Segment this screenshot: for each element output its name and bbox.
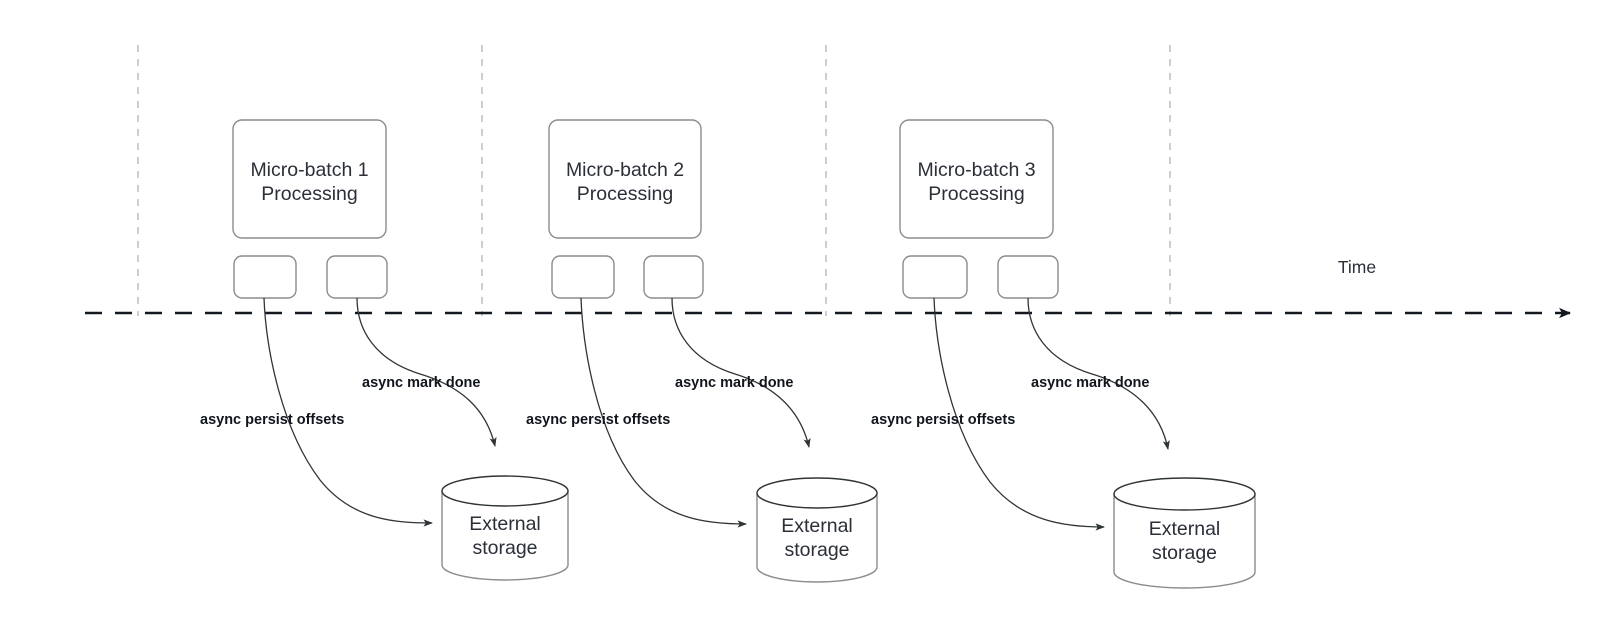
async-persist-offsets-edge-label: async persist offsets bbox=[871, 412, 1015, 428]
micro-batch-label-line1: Micro-batch 3 bbox=[917, 159, 1035, 181]
timeline-group: Time bbox=[85, 257, 1571, 319]
storage-label-line1: External bbox=[1149, 518, 1221, 540]
storage-cylinder-body[interactable] bbox=[756, 492, 878, 583]
task-box-left[interactable] bbox=[551, 255, 615, 299]
async-persist-offsets-edge-label: async persist offsets bbox=[200, 412, 344, 428]
async-mark-done-edge-label: async mark done bbox=[362, 375, 480, 391]
micro-batch-label-line1: Micro-batch 2 bbox=[566, 159, 684, 181]
storage-cylinder-top bbox=[441, 475, 569, 507]
storage-label-line1: External bbox=[781, 515, 853, 537]
storage-cylinder-top bbox=[1113, 477, 1256, 511]
async-mark-done-edge bbox=[356, 297, 497, 447]
micro-batch-label-line2: Processing bbox=[577, 183, 673, 205]
micro-batch-label-line2: Processing bbox=[928, 183, 1024, 205]
task-box-right[interactable] bbox=[997, 255, 1059, 299]
async-mark-done-edge-label: async mark done bbox=[675, 375, 793, 391]
storage-label-line2: storage bbox=[1152, 542, 1217, 564]
task-box-left[interactable] bbox=[233, 255, 297, 299]
async-mark-done-edge bbox=[1027, 297, 1170, 450]
async-mark-done-edge-label: async mark done bbox=[1031, 375, 1149, 391]
storage-label-line2: storage bbox=[472, 537, 537, 559]
storage-label-line2: storage bbox=[784, 539, 849, 561]
storage-label-line1: External bbox=[469, 513, 541, 535]
time-axis-label: Time bbox=[1338, 257, 1376, 277]
micro-batch-label-line2: Processing bbox=[261, 183, 357, 205]
separator-lines-group bbox=[137, 45, 1171, 316]
micro-batch-box[interactable] bbox=[548, 119, 702, 239]
async-mark-done-edge bbox=[671, 297, 811, 448]
micro-batch-box[interactable] bbox=[232, 119, 387, 239]
storage-cylinder-top bbox=[756, 477, 878, 509]
storage-cylinder-body[interactable] bbox=[441, 490, 569, 581]
async-persist-offsets-edge bbox=[933, 297, 1105, 531]
task-box-right[interactable] bbox=[326, 255, 388, 299]
micro-batch-label-line1: Micro-batch 1 bbox=[250, 159, 368, 181]
storage-cylinder-body[interactable] bbox=[1113, 493, 1256, 589]
task-box-right[interactable] bbox=[643, 255, 704, 299]
async-persist-offsets-edge bbox=[580, 297, 747, 528]
async-persist-offsets-edge bbox=[263, 297, 433, 527]
async-persist-offsets-edge-label: async persist offsets bbox=[526, 412, 670, 428]
micro-batch-box[interactable] bbox=[899, 119, 1054, 239]
task-box-left[interactable] bbox=[902, 255, 968, 299]
